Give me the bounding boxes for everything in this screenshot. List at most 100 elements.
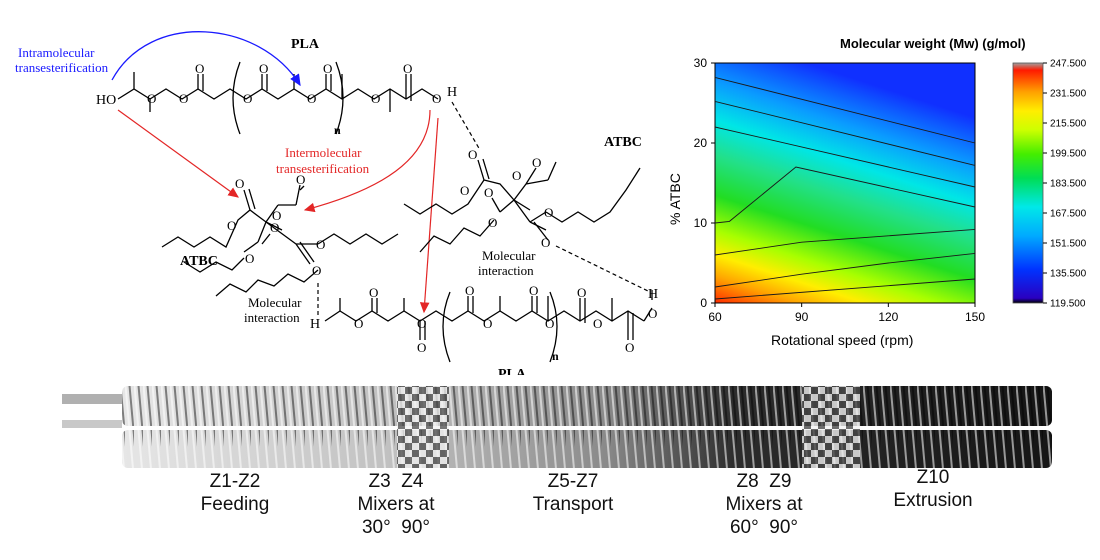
zone-id: Z3 Z4 [368,471,424,492]
intermolecular-arrow-2 [303,109,431,213]
molecular-interaction-left-2: interaction [244,310,300,325]
x-tick-label: 120 [878,310,898,324]
svg-text:O: O [245,251,254,266]
intramolecular-arrow [111,31,301,87]
intermolecular-label-1: Intermolecular [285,145,362,160]
colorbar-tick-label: 215.500 [1050,119,1087,130]
svg-text:O: O [354,316,363,331]
y-axis-label: % ATBC [667,173,683,225]
svg-text:O: O [625,340,634,355]
reaction-scheme: O O O O O O O O O O PLA HO H n Intramole… [15,31,658,375]
zone-extrusion: Z10 Extrusion [878,466,988,512]
svg-text:O: O [529,283,538,298]
pla-chain-bottom-atoms: O O O O O O O O O O O O [354,283,657,355]
svg-text:O: O [488,215,497,230]
chart-title: Molecular weight (Mw) (g/mol) [840,36,1026,51]
svg-text:O: O [544,205,553,220]
zone-feeding: Z1-Z2 Feeding [190,470,280,516]
x-tick-label: 60 [708,310,722,324]
intermolecular-label-2: transesterification [276,161,370,176]
h-bond-right [555,245,651,293]
zone-id: Z1-Z2 [209,471,261,492]
intramolecular-label-2: transesterification [15,60,109,75]
svg-text:O: O [296,172,305,187]
svg-text:O: O [259,61,268,76]
zone-id: Z8 Z9 [736,471,792,492]
svg-text:O: O [648,306,657,321]
colorbar-tick-label: 231.500 [1050,89,1087,100]
mw-contour-chart: Molecular weight (Mw) (g/mol) 60 90 120 150… [640,20,1100,360]
contour-line [714,278,976,300]
h-bottom-right: H [648,287,658,302]
colorbar-tick-label: 199.500 [1050,149,1087,160]
svg-text:O: O [577,285,586,300]
colorbar-tick-label: 119.500 [1050,299,1086,310]
svg-text:O: O [323,61,332,76]
svg-text:O: O [179,91,188,106]
zone-id: Z10 [916,467,950,488]
atbc-right-atoms: O O O O O O O O [460,147,553,250]
pla-label-top: PLA [291,37,320,52]
contour-line [714,166,976,224]
zone-transport: Z5-Z7 Transport [518,470,628,516]
svg-text:O: O [483,316,492,331]
svg-text:O: O [432,91,441,106]
colorbar-tick-label: 151.500 [1050,239,1087,250]
atbc-label-right: ATBC [604,135,642,150]
svg-text:O: O [272,208,281,223]
svg-text:O: O [316,237,325,252]
svg-text:O: O [484,185,493,200]
svg-text:O: O [369,285,378,300]
svg-text:O: O [307,91,316,106]
h-top-right: H [447,85,457,100]
colorbar-tick-label: 183.500 [1050,179,1087,190]
h-bond-top [451,101,481,151]
ho-label: HO [96,93,116,108]
x-tick-label: 150 [965,310,985,324]
pla-label-bottom: PLA [498,367,527,375]
atbc-left-atoms: O O O O O O O O [227,172,325,278]
y-tick-label: 10 [694,216,708,230]
y-tick-label: 20 [694,136,708,150]
zone-angles: 60° 90° [729,517,799,538]
atbc-label-left: ATBC [180,254,218,269]
molecular-interaction-left-1: Molecular [248,295,302,310]
svg-text:O: O [227,218,236,233]
contour-line [714,252,976,288]
zone-angles: 30° 90° [361,517,431,538]
plot-area [714,62,976,304]
svg-text:O: O [541,235,550,250]
x-axis-ticks: 60 90 120 150 [708,303,985,324]
intermolecular-arrow-3 [419,117,439,314]
zone-label: Mixers at [725,494,803,515]
h-bottom-left: H [310,317,320,332]
contour-line [714,228,976,256]
zone-label: Transport [532,494,614,515]
colorbar-tick-label: 135.500 [1050,269,1087,280]
svg-text:O: O [312,263,321,278]
svg-text:O: O [545,316,554,331]
svg-text:O: O [417,340,426,355]
svg-text:O: O [468,147,477,162]
svg-text:O: O [371,91,380,106]
contour-lines [714,76,976,300]
y-tick-label: 30 [694,56,708,70]
twin-screw-extruder [62,386,1052,468]
svg-text:O: O [532,155,541,170]
zone-mixers-2: Z8 Z9 Mixers at 60° 90° [714,470,814,539]
pla-chain-top-atoms: O O O O O O O O O O [147,61,441,106]
atbc-right-molecule [403,158,641,253]
svg-text:O: O [512,168,521,183]
mixing-zone-1 [397,386,449,468]
y-tick-label: 0 [700,296,707,310]
svg-text:O: O [403,61,412,76]
x-tick-label: 90 [795,310,809,324]
zone-mixers-1: Z3 Z4 Mixers at 30° 90° [346,470,446,539]
repeat-n-bottom: n [552,349,559,363]
colorbar-tick-label: 167.500 [1050,209,1087,220]
intramolecular-label-1: Intramolecular [18,45,95,60]
svg-text:O: O [243,91,252,106]
contour-line [714,76,976,144]
zone-id: Z5-Z7 [547,471,599,492]
